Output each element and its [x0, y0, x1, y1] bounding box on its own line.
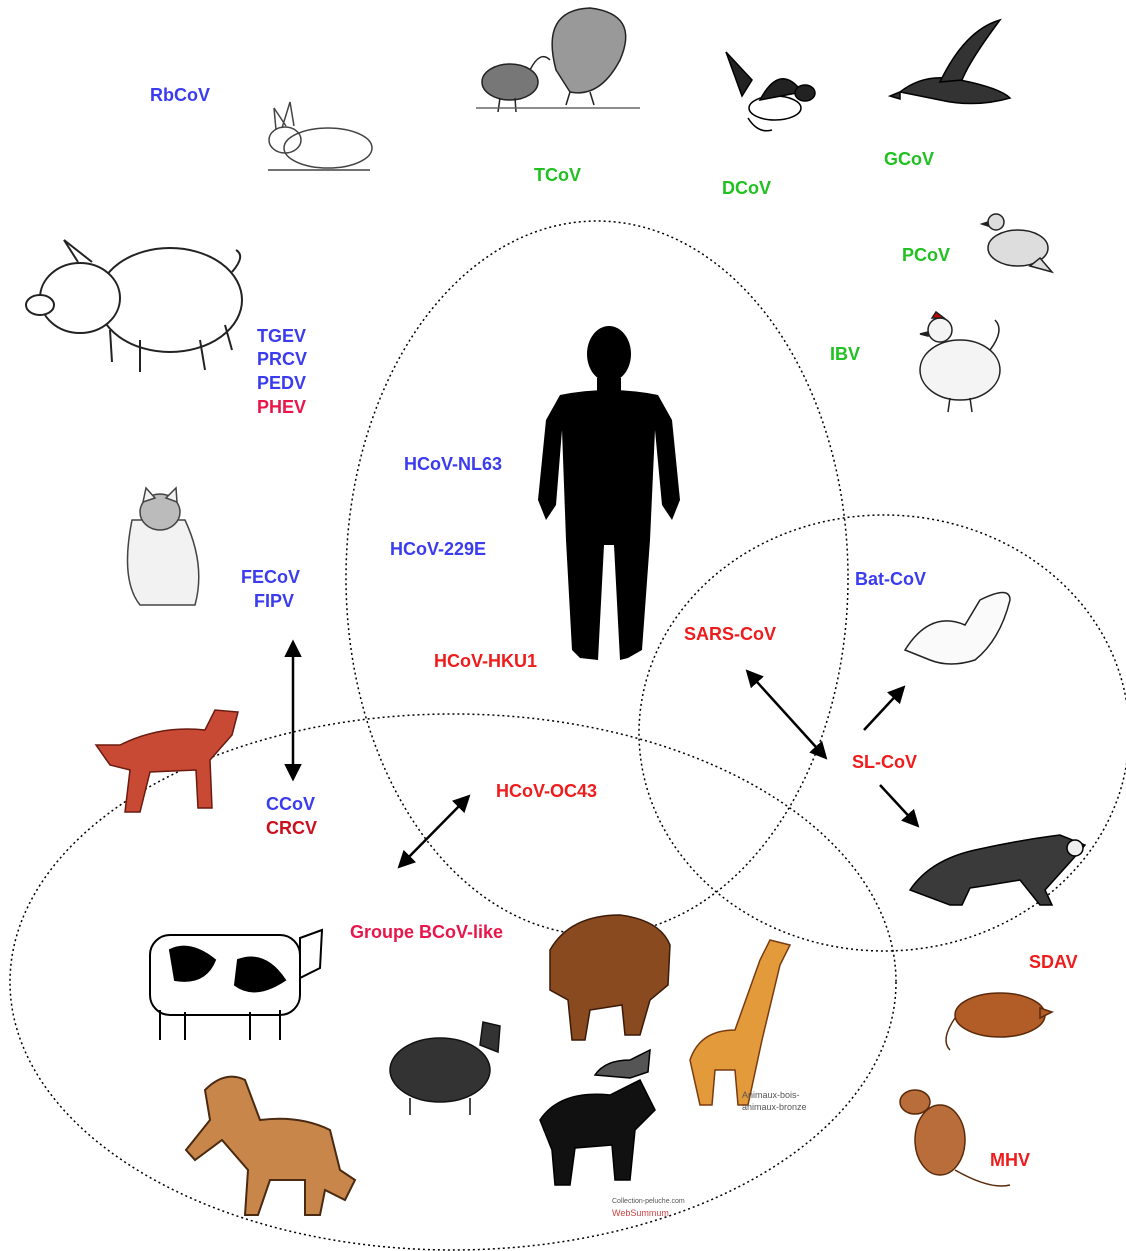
label-tcov: TCoV: [534, 164, 581, 186]
label-bat-cov: Bat-CoV: [855, 568, 926, 590]
label-prcv: PRCV: [257, 348, 307, 370]
label-pedv: PEDV: [257, 372, 306, 394]
label-fipv: FIPV: [254, 590, 294, 612]
label-ibv: IBV: [830, 343, 860, 365]
watermark-collection: Collection-peluche.com: [612, 1198, 685, 1205]
watermark-animaux-1: Animaux-bois-: [742, 1090, 800, 1100]
label-groupe-bcov-like: Groupe BCoV-like: [350, 921, 503, 943]
label-crcv: CRCV: [266, 817, 317, 839]
label-rbcov: RbCoV: [150, 84, 210, 106]
label-ccov: CCoV: [266, 793, 315, 815]
label-sars-cov: SARS-CoV: [684, 623, 776, 645]
label-sdav: SDAV: [1029, 951, 1078, 973]
label-fecov: FECoV: [241, 566, 300, 588]
label-phev: PHEV: [257, 396, 306, 418]
label-gcov: GCoV: [884, 148, 934, 170]
label-hcov-nl63: HCoV-NL63: [404, 453, 502, 475]
watermark-animaux-2: animaux-bronze: [742, 1102, 807, 1112]
label-hcov-oc43: HCoV-OC43: [496, 780, 597, 802]
label-hcov-229e: HCoV-229E: [390, 538, 486, 560]
label-dcov: DCoV: [722, 177, 771, 199]
label-hcov-hku1: HCoV-HKU1: [434, 650, 537, 672]
label-sl-cov: SL-CoV: [852, 751, 917, 773]
label-tgev: TGEV: [257, 325, 306, 347]
label-mhv: MHV: [990, 1149, 1030, 1171]
label-pcov: PCoV: [902, 244, 950, 266]
watermark-websummum: WebSummum: [612, 1208, 669, 1218]
